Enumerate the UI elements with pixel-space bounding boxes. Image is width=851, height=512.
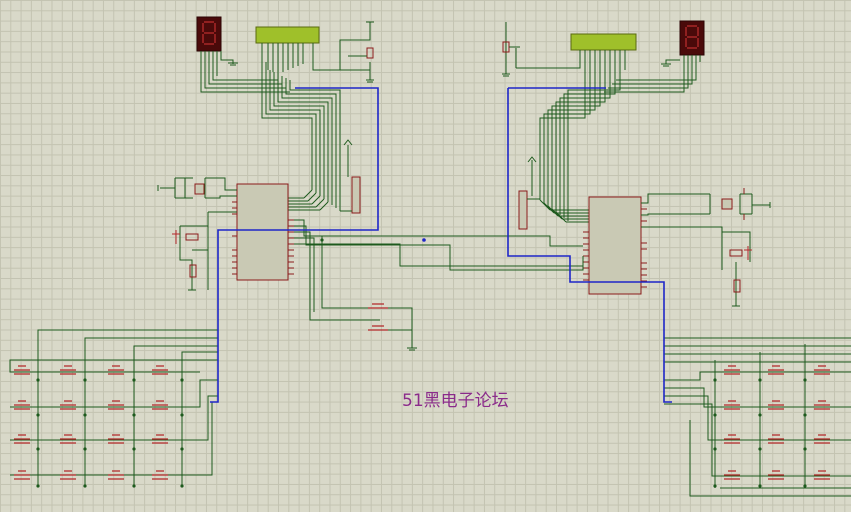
keypad-left-row-2 (14, 400, 168, 410)
lcd-display-right[interactable] (570, 33, 637, 51)
resistor-reset-left[interactable] (189, 264, 197, 278)
capacitor-reset-right[interactable] (729, 249, 743, 257)
keypad-right-row-1 (724, 365, 830, 375)
keypad-left-row-1 (14, 365, 168, 375)
keypad-right[interactable] (724, 365, 830, 480)
keypad-left-junctions (36, 378, 184, 488)
right-circuit (502, 20, 851, 497)
resistor-reset-right[interactable] (733, 279, 741, 293)
keypad-right-row-3 (724, 434, 830, 444)
keypad-left-row-4 (14, 470, 168, 480)
interconnect-wires (294, 219, 584, 351)
keypad-left[interactable] (14, 365, 168, 480)
keypad-left-row-3 (14, 434, 168, 444)
resistor-pack-right[interactable] (518, 190, 528, 230)
blue-bus-lines (210, 87, 672, 403)
junction (320, 238, 324, 242)
capacitor-lcd-left[interactable] (366, 47, 374, 59)
keypad-right-row-4 (724, 470, 830, 480)
keypad-right-row-2 (724, 400, 830, 410)
center-button-2 (368, 325, 388, 331)
microcontroller-left[interactable] (236, 183, 289, 281)
watermark-label: 51黑电子论坛 (402, 391, 509, 411)
capacitor-reset-left[interactable] (185, 233, 199, 241)
seven-segment-display-left[interactable] (196, 16, 222, 52)
microcontroller-right[interactable] (588, 196, 642, 295)
resistor-pack-left[interactable] (351, 176, 361, 214)
center-button-1 (368, 303, 388, 309)
crystal-right[interactable] (721, 198, 733, 210)
crystal-left[interactable] (194, 183, 205, 195)
keypad-right-junctions (713, 378, 807, 488)
bus-junction (422, 238, 426, 242)
seven-segment-display-right[interactable] (679, 20, 705, 56)
lcd-display-left[interactable] (255, 26, 320, 44)
left-circuit (9, 16, 374, 486)
center-buttons[interactable] (368, 303, 388, 331)
